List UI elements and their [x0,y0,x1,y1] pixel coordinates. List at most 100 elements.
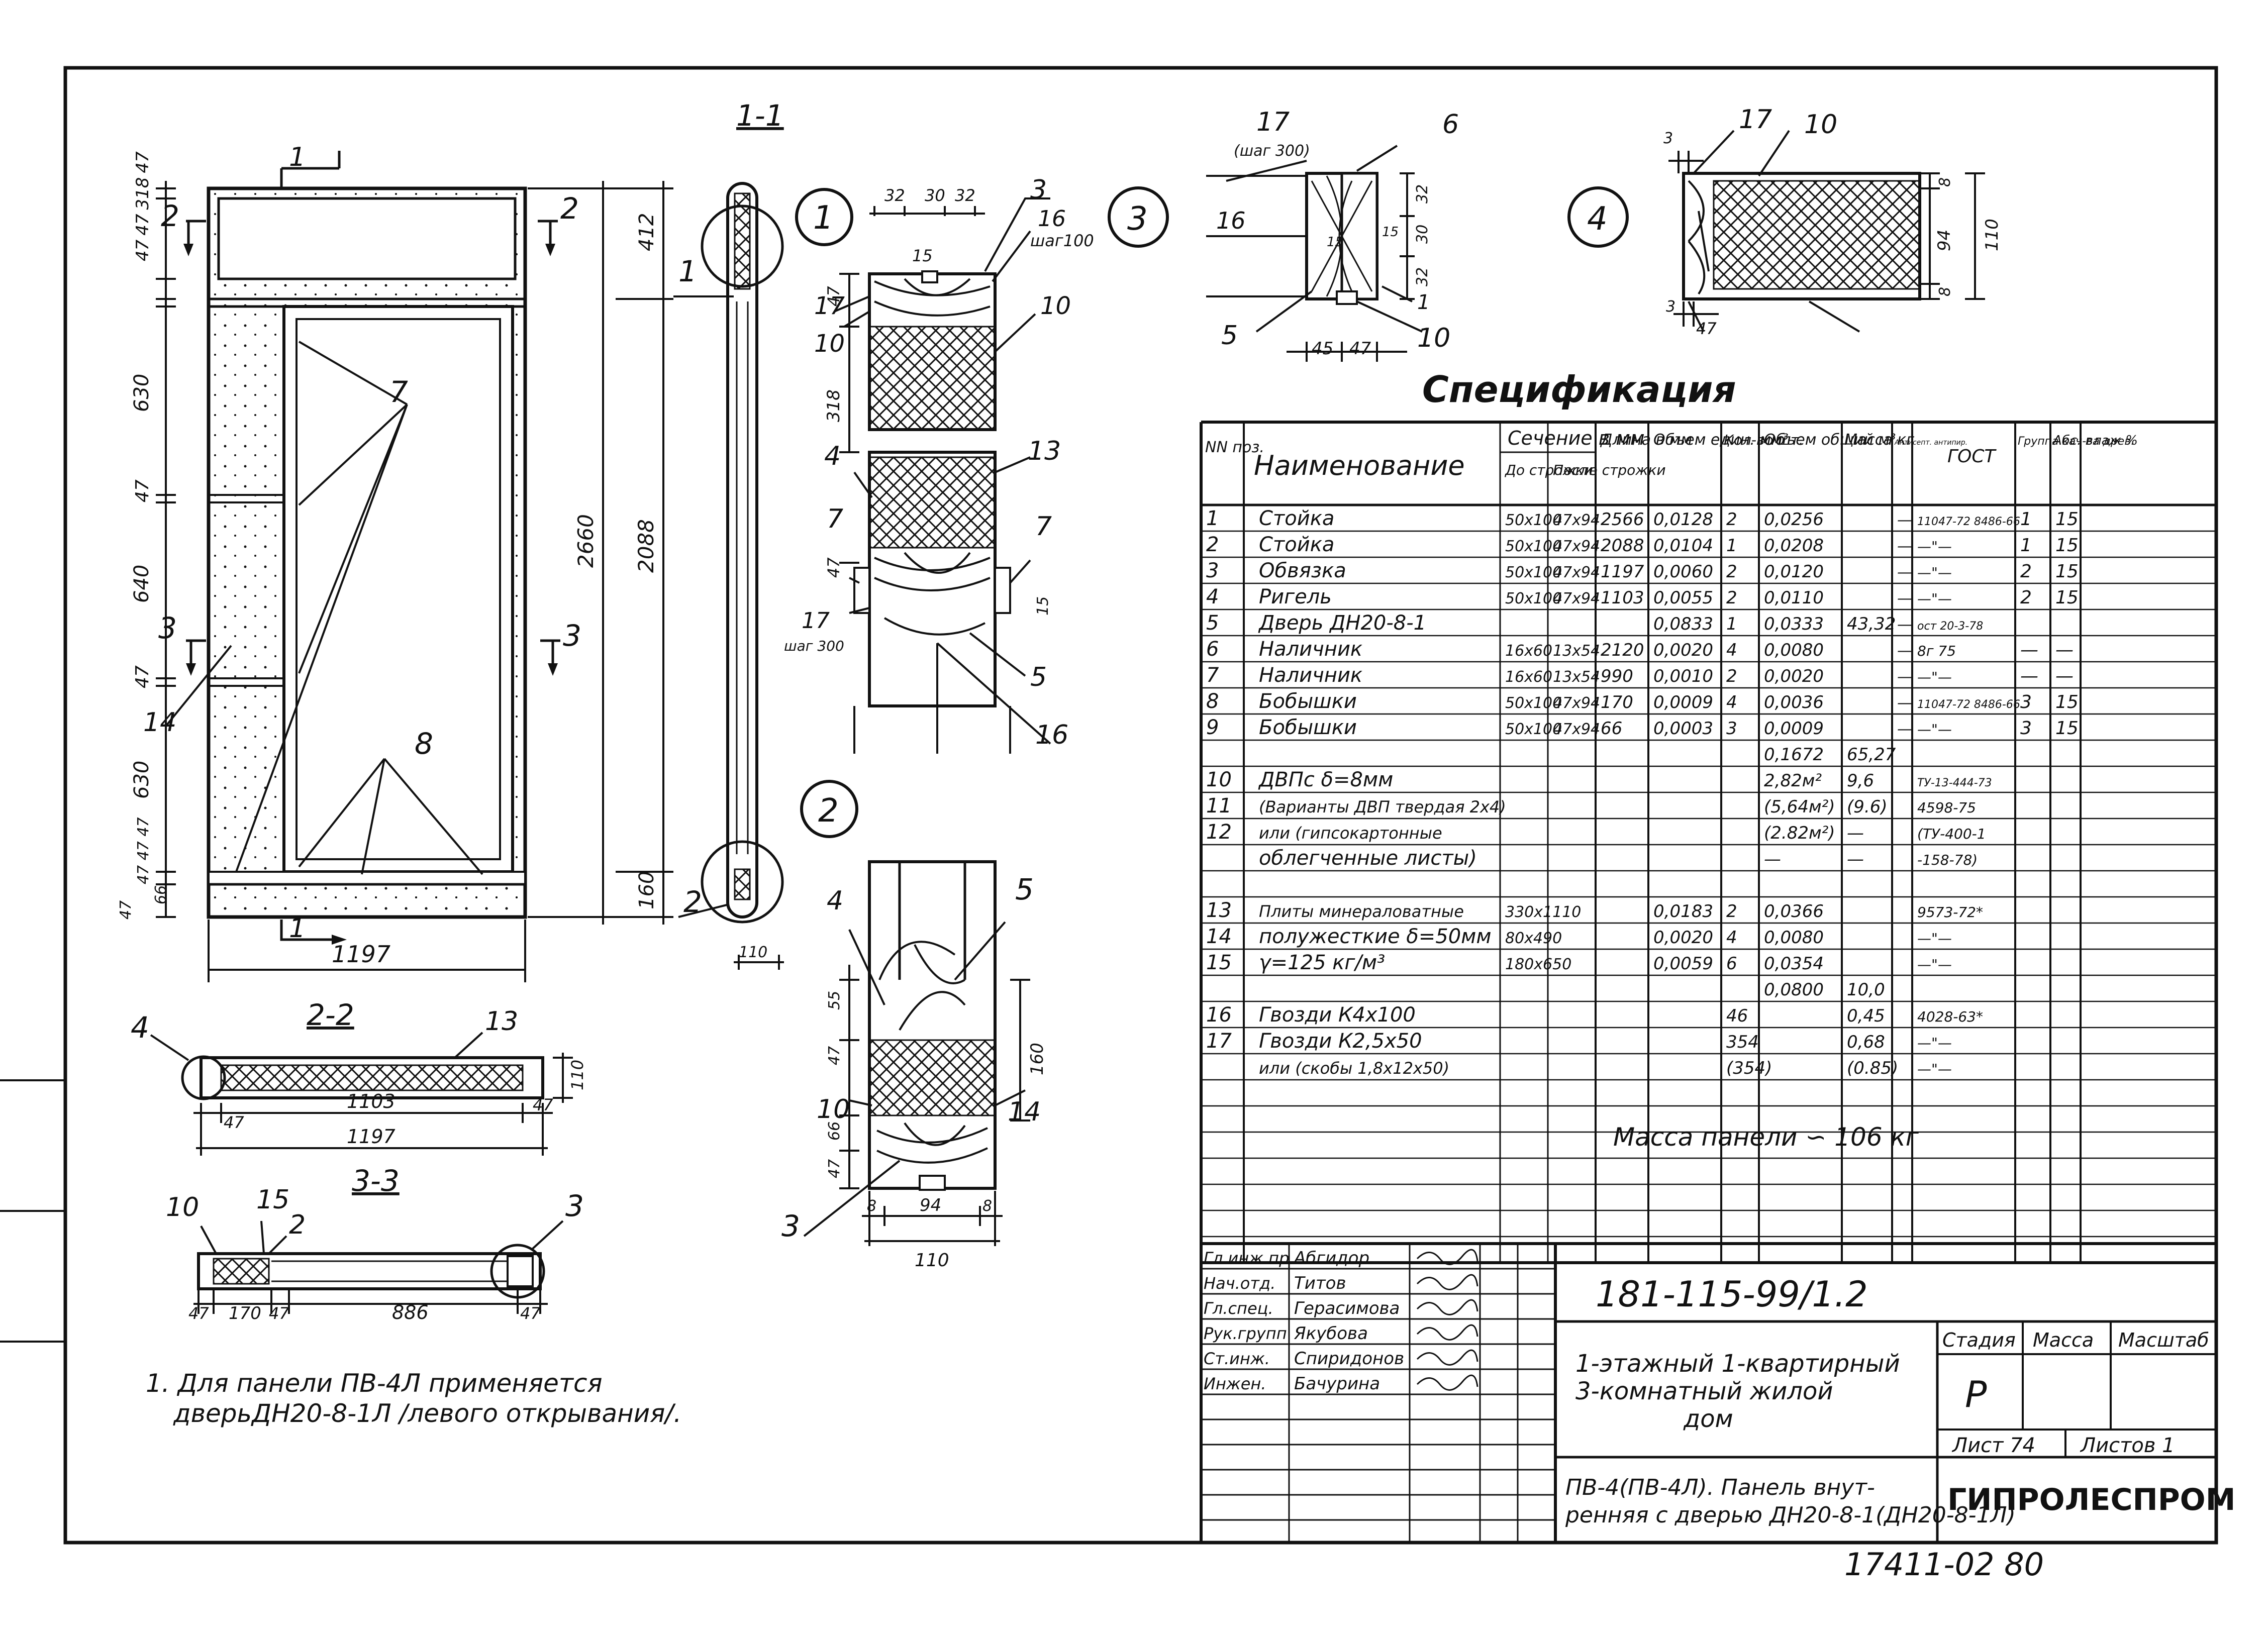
spec-cell-r17-c0: 15 [1206,951,1232,974]
spec-grid [1200,421,2218,1264]
spec-cell-r8-c0: 9 [1206,716,1219,739]
detail-2-dim-8a: 8 [867,1197,876,1215]
spec-cell-r16-c6: 4 [1726,928,1737,948]
spec-cell-r19-c6: 46 [1726,1006,1748,1026]
signature-4 [1416,1349,1478,1366]
spec-cell-r16-c10: —"— [1917,930,1952,947]
detail-3-mark-5: 5 [1221,321,1238,351]
spec-cell-r17-c1: γ=125 кг/м³ [1259,951,1385,974]
spec-cell-r0-c12: 15 [2055,509,2079,530]
spec-cell-r5-c4: 2120 [1601,640,1644,660]
spec-cell-r6-c6: 2 [1726,666,1737,686]
spec-cell-r13-c8: — [1847,849,1864,869]
detail-2-mark-4: 4 [827,886,843,916]
spec-cell-r12-c7: (2.82м²) [1764,823,1835,843]
spec-cell-r8-c4: 66 [1601,719,1622,739]
signature-1 [1416,1274,1478,1290]
section-2-2: 2-2 4 13 47 1103 47 1197 110 [131,998,587,1156]
mass-label: Масса [2033,1329,2094,1351]
spec-cell-r2-c4: 1197 [1601,562,1644,582]
spec-cell-r1-c12: 15 [2055,535,2079,556]
spec-cell-r0-c1: Стойка [1259,507,1334,530]
spec-cell-r5-c1: Наличник [1259,638,1362,661]
title-section-3-3: 3-3 [352,1164,400,1198]
spec-cell-r15-c7: 0,0366 [1764,901,1824,922]
section-3-3: 3-3 10 15 2 3 47 170 47 886 47 [166,1164,584,1323]
spec-cell-r2-c2: 50x100 [1505,564,1562,581]
spec-cell-r5-c5: 0,0020 [1653,640,1713,660]
detail-3-dim-32b: 32 [1414,267,1431,286]
hdr-mass: Масса кг [1844,431,1914,449]
spec-cell-r21-c8: (0.85) [1847,1058,1898,1078]
spec-cell-r8-c9: — [1897,721,1912,738]
spec-cell-r6-c1: Наличник [1259,664,1362,687]
project-name: 1-этажный 1-квартирный 3-комнатный жилой… [1575,1350,1908,1433]
spec-cell-r4-c10: ост 20-3-78 [1917,620,1983,633]
spec-cell-r7-c1: Бобышки [1259,690,1357,713]
section-1-1: 1-1 1 2 [673,98,784,924]
section-2-2-mark-4: 4 [131,1010,149,1045]
detail-2-dim-110: 110 [915,1250,949,1271]
spec-cell-r12-c10: (ТУ-400-1 [1917,826,1986,842]
dim-left-630a: 630 [130,374,153,412]
spec-title: Спецификация [1422,368,1736,411]
detail-1-mark-7b: 7 [1035,512,1052,542]
detail-4-callout: 4 [1587,200,1608,238]
spec-cell-r7-c0: 8 [1206,690,1219,713]
spec-cell-r3-c1: Ригель [1259,585,1332,608]
dim-bottom-height: 160 [635,871,658,909]
detail-1-mark-17b: 17 [802,608,830,634]
spec-cell-r9-c8: 65,27 [1847,745,1896,765]
spec-cell-r1-c10: —"— [1917,538,1952,555]
detail-2-dim-94: 94 [920,1195,941,1215]
stage-value: Р [1965,1373,1987,1415]
spec-cell-r15-c10: 9573-72* [1917,904,1983,921]
spec-cell-r17-c5: 0,0059 [1653,954,1713,974]
cut-2-left: 2 [161,199,179,233]
spec-cell-r21-c1: или (скобы 1,8x12x50) [1259,1059,1449,1078]
hdr-vol-unit: Объем един. мм³ [1653,431,1789,449]
detail-2-mark-3: 3 [781,1209,800,1243]
detail-2-dim-47a: 47 [826,1046,843,1065]
spec-cell-r5-c12: — [2055,640,2074,660]
section-3-3-mark-10: 10 [166,1192,199,1222]
detail-1-step-300: шаг 300 [784,638,844,654]
detail-2-dim-66: 66 [826,1121,843,1141]
spec-cell-r16-c0: 14 [1206,925,1232,948]
tb-name-0: Абгидор [1293,1248,1369,1268]
detail-1-callout: 1 [813,199,834,237]
spec-cell-r1-c1: Стойка [1259,533,1334,556]
detail-3-mark-6: 6 [1442,110,1459,140]
spec-cell-r4-c8: 43,32 [1847,614,1896,634]
detail-1: 1 32 30 32 3 16 шаг100 10 10 17 15 13 4 … [784,175,1094,754]
spec-cell-r0-c9: — [1897,512,1912,529]
spec-cell-r6-c11: — [2020,666,2038,686]
signature-0 [1416,1249,1478,1265]
title-block-rows: Гл.инж.пр.АбгидорНач.отд.ТитовГл.спец.Ге… [1201,1242,1555,1543]
spec-cell-r2-c10: —"— [1917,564,1952,581]
spec-cell-r2-c7: 0,0120 [1764,562,1824,582]
signature-5 [1416,1374,1478,1391]
spec-cell-r10-c0: 10 [1206,768,1232,791]
spec-cell-r17-c6: 6 [1726,954,1737,974]
spec-cell-r3-c6: 2 [1726,588,1737,608]
detail-4-dim-8: 8 [1936,177,1954,187]
spec-cell-r15-c5: 0,0183 [1653,901,1713,922]
panel-elevation [156,151,673,982]
section-2-2-mark-13: 13 [485,1006,518,1037]
mark-7: 7 [389,375,408,409]
spec-cell-r15-c6: 2 [1726,901,1737,922]
dim-top-left: 474731847 [133,151,153,261]
spec-cell-r20-c6: 354 [1726,1032,1759,1052]
spec-cell-r16-c7: 0,0080 [1764,928,1824,948]
dim-left-66: 66 [152,885,170,904]
spec-cell-r5-c7: 0,0080 [1764,640,1824,660]
spec-cell-r10-c7: 2,82м² [1764,771,1822,791]
spec-cell-r18-c8: 10,0 [1847,980,1885,1000]
spec-cell-r15-c1: Плиты минераловатные [1259,902,1464,921]
sheet-number: Лист 74 [1951,1434,2035,1457]
detail-2-dim-160: 160 [1027,1043,1047,1075]
spec-cell-r4-c0: 5 [1206,611,1219,635]
spec-cell-r20-c1: Гвозди К2,5x50 [1259,1030,1422,1053]
